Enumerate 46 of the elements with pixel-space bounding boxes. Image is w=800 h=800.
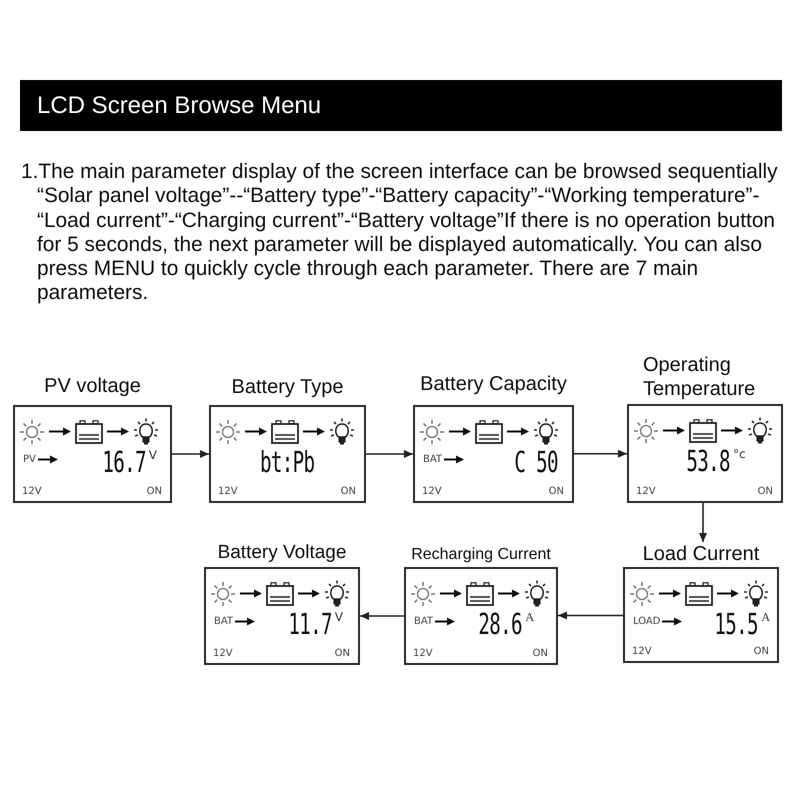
screen-title: Battery Capacity [420,372,567,396]
unit-label: A [761,611,770,623]
unit-label: °c [733,448,746,460]
voltage-label: 12V [422,486,442,497]
unit-label: A [525,611,534,623]
lcd-reading: 11.7 [288,609,332,639]
status-label: ON [340,486,356,497]
description-text: 1.The main parameter display of the screen interface can be browsed sequentially “Solar panel voltage”--“Battery type”-“Battery capacity”-“Working temperature”- “Load current”-“Charging current”-“Battery voltage”If there is no operation button for 5 seconds, the next parameter will be displayed automatically. You can also press MENU to quickly cycle through each parameter. There are 7 main parameters. [21,160,778,306]
status-label: ON [548,486,564,497]
unit-label: V [148,449,157,461]
screen-title: Load Current [642,542,760,566]
arrow [558,611,623,620]
indicator-label: BAT [414,616,434,627]
status-label: ON [754,646,769,657]
status-label: ON [334,648,350,659]
screen-title: Battery Type [232,375,344,399]
screen-title: PV voltage [44,374,141,398]
voltage-label: 12V [413,648,433,659]
indicator-label: BAT [423,454,442,465]
voltage-label: 12V [636,486,656,497]
lcd-reading: 53.8 [686,446,730,476]
lcd-reading: 28.6 [478,609,522,639]
voltage-label: 12V [213,648,233,659]
arrow [366,450,413,458]
status-label: ON [146,486,162,497]
arrow [172,450,209,458]
indicator-label: PV [23,454,36,465]
voltage-label: 12V [218,486,238,497]
status-label: ON [758,486,773,497]
lcd-reading: 15.5 [714,609,758,639]
voltage-label: 12V [632,646,652,657]
indicator-label: BAT [214,616,234,627]
arrow [698,503,708,542]
status-label: ON [532,648,548,659]
lcd-reading: 16.7 [102,447,146,477]
screen-title: Recharging Current [411,544,551,564]
arrow [574,450,627,458]
page-title: LCD Screen Browse Menu [37,92,322,120]
arrow [360,612,404,620]
screen-title: Battery Voltage [218,542,346,565]
lcd-reading: bt:Pb [260,447,315,477]
unit-label: V [334,611,343,623]
indicator-label: LOAD [633,616,660,627]
lcd-reading: C 50 [514,447,558,477]
voltage-label: 12V [22,486,42,497]
screen-title: Operating Temperature [643,353,756,401]
